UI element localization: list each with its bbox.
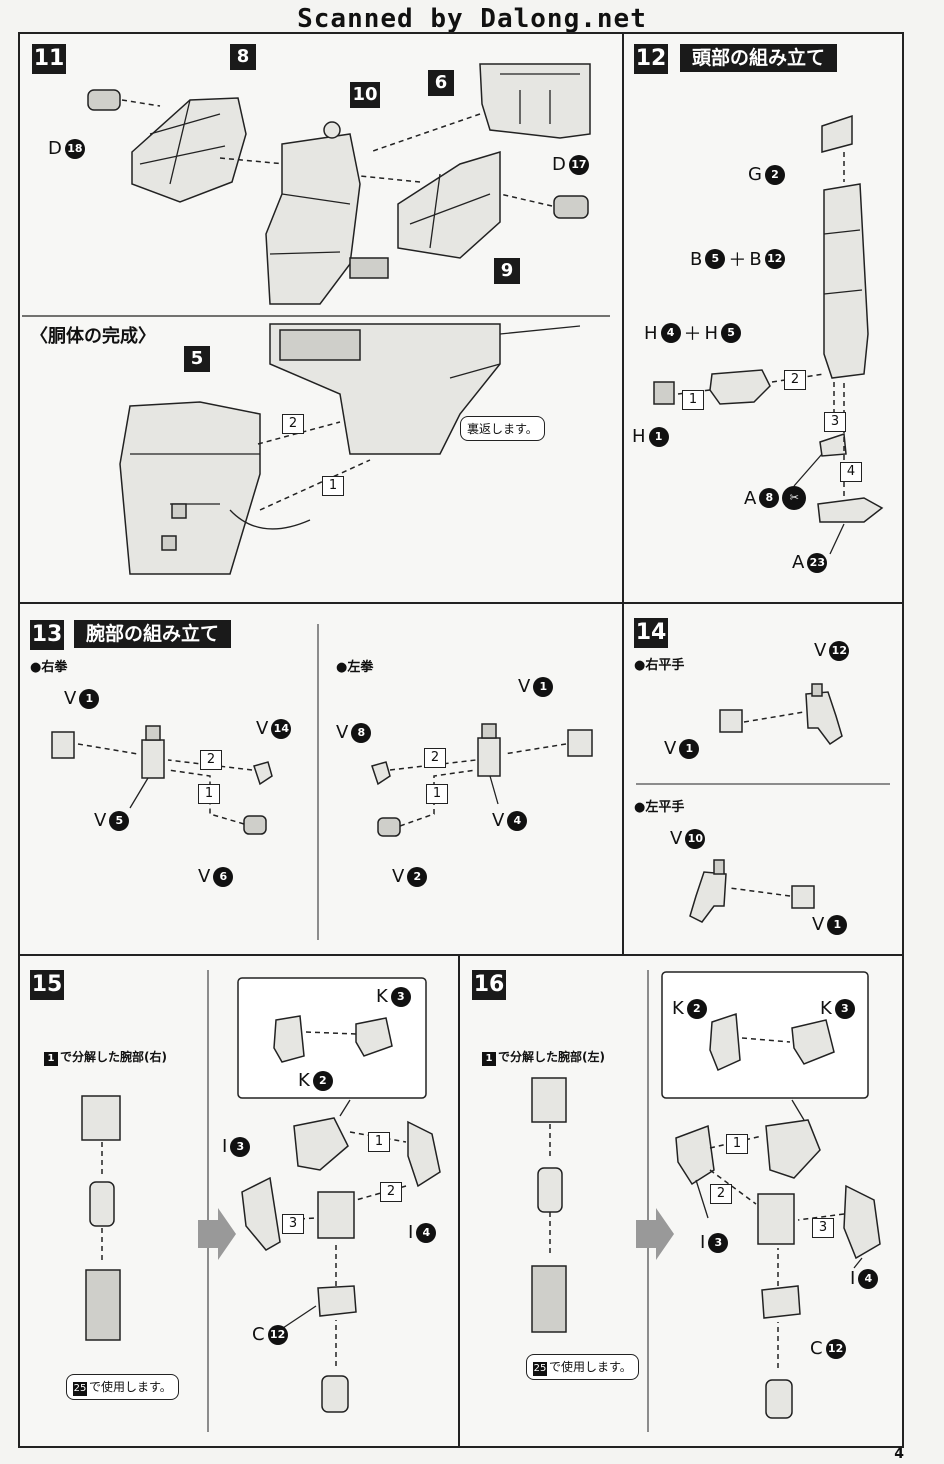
step-number: 14: [634, 618, 668, 648]
step-12-illustration: [653, 114, 884, 555]
torso-complete-subtitle: 〈胴体の完成〉: [30, 326, 156, 347]
order-box-1: 1: [198, 784, 220, 804]
order-box-1: 1: [682, 390, 704, 410]
order-box-2-left: 2: [424, 748, 446, 768]
step-13-illustration: [51, 624, 593, 940]
callout-10: 10: [350, 82, 380, 108]
step-title: 腕部の組み立て: [74, 620, 232, 648]
step-number: 15: [30, 970, 64, 1000]
order-box-1: 1: [322, 476, 344, 496]
callout-9: 9: [494, 258, 520, 284]
order-box-3: 3: [824, 412, 846, 432]
step-11-illustration: [22, 63, 610, 575]
callout-8: 8: [230, 44, 256, 70]
right-open-hand-label: ●右平手: [634, 658, 685, 673]
step-title: 頭部の組み立て: [680, 44, 838, 72]
page-number: 4: [894, 1446, 904, 1462]
order-box-2: 2: [710, 1184, 732, 1204]
step-number: 16: [472, 970, 506, 1000]
step-number: 12: [634, 44, 668, 74]
right-fist-label: ●右拳: [30, 660, 68, 675]
scan-watermark: Scanned by Dalong.net: [297, 4, 647, 34]
callout-5: 5: [184, 346, 210, 372]
left-fist-label: ●左拳: [336, 660, 374, 675]
flip-note: 裏返します。: [460, 416, 545, 441]
step-16-illustration: [531, 970, 881, 1432]
left-open-hand-label: ●左平手: [634, 800, 685, 815]
order-box-3: 3: [812, 1218, 834, 1238]
order-box-1-left: 1: [426, 784, 448, 804]
order-box-1: 1: [368, 1132, 390, 1152]
glue-icon: ✂: [782, 486, 807, 510]
step-number: 11: [32, 44, 66, 74]
order-box-2: 2: [380, 1182, 402, 1202]
order-box-3: 3: [282, 1214, 304, 1234]
order-box-2: 2: [784, 370, 806, 390]
step-15-illustration: [81, 970, 441, 1432]
step-number: 13: [30, 620, 64, 650]
callout-6: 6: [428, 70, 454, 96]
order-box-2: 2: [282, 414, 304, 434]
step-11-panel: 11: [18, 32, 624, 604]
step-14-illustration: [636, 683, 890, 923]
order-box-2: 2: [200, 750, 222, 770]
order-box-1: 1: [726, 1134, 748, 1154]
order-box-4: 4: [840, 462, 862, 482]
